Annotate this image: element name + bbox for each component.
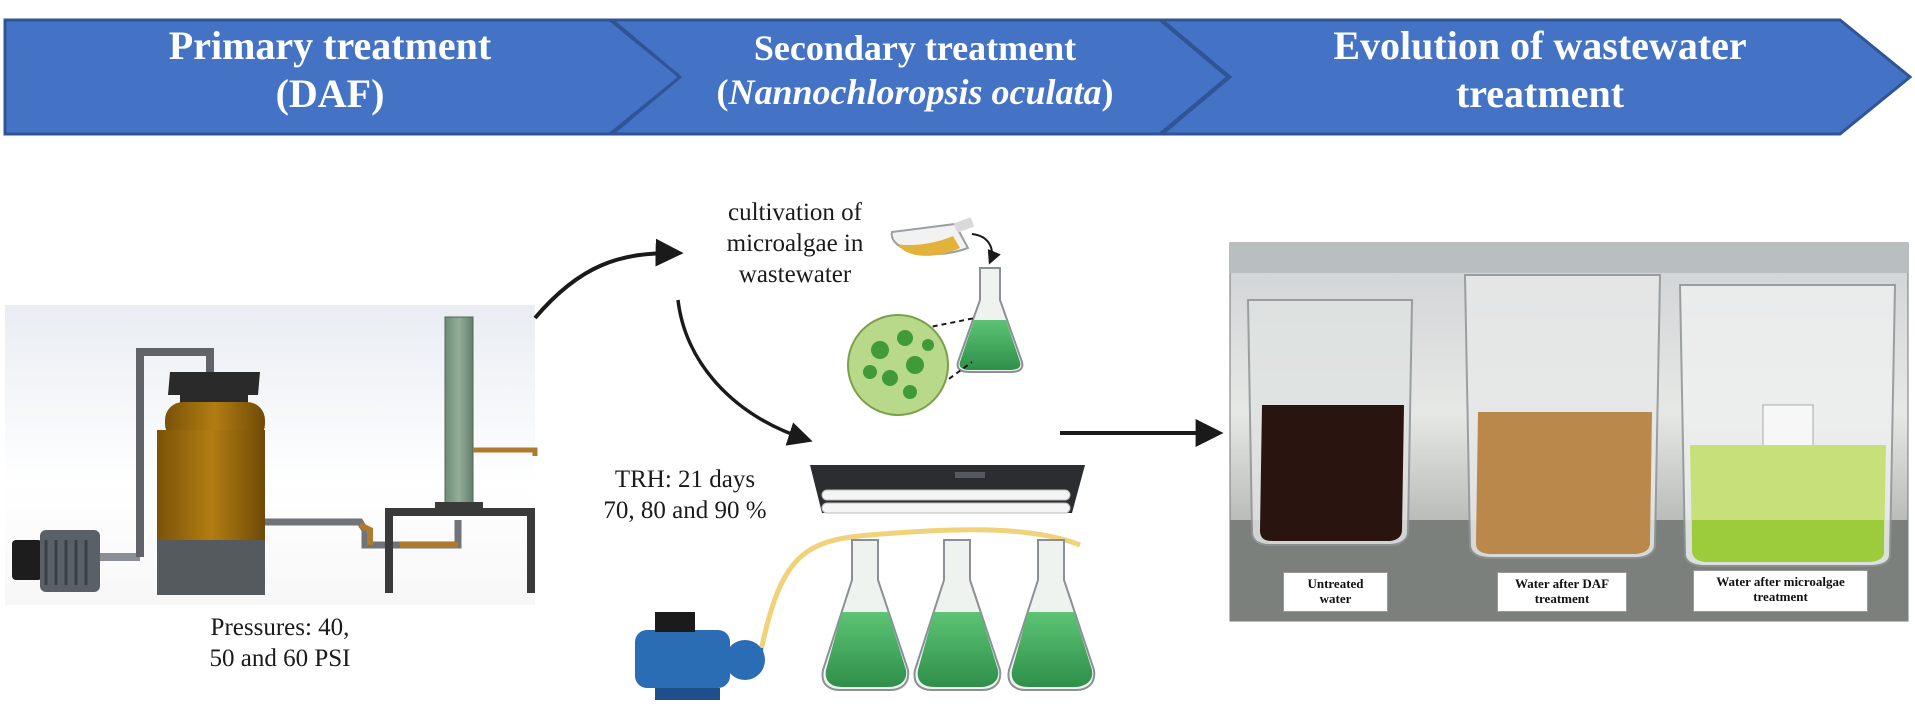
results-photo bbox=[1229, 242, 1909, 622]
beaker-icon bbox=[1678, 284, 1897, 567]
pump-icon bbox=[635, 612, 765, 700]
inoculum-flask-icon bbox=[890, 217, 975, 256]
stage-title-secondary-line1: Secondary treatment bbox=[753, 28, 1077, 68]
flask-icon bbox=[913, 539, 1002, 691]
cultivation-label-line1: cultivation of bbox=[728, 199, 862, 226]
stage-title-primary-line1: Primary treatment bbox=[168, 23, 492, 68]
stage-title-evolution: Evolution of wastewater treatment bbox=[1260, 22, 1820, 118]
cultivation-label-line3: wastewater bbox=[738, 261, 852, 288]
trh-label-line1: TRH: 21 days bbox=[614, 466, 756, 493]
compressor-icon bbox=[12, 530, 140, 592]
cultivation-label-line2: microalgae in bbox=[726, 230, 864, 257]
pressures-label: Pressures: 40, 50 and 60 PSI bbox=[170, 612, 390, 674]
flask-icon bbox=[821, 539, 910, 691]
lamp-icon bbox=[810, 465, 1085, 514]
stage-title-primary-line2: (DAF) bbox=[275, 71, 385, 116]
pressure-pipe bbox=[265, 518, 462, 549]
air-hose bbox=[136, 348, 214, 557]
arrow-to-photobioreactor bbox=[676, 299, 813, 446]
stage-title-evolution-line2: treatment bbox=[1455, 71, 1625, 116]
pressures-label-line1: Pressures: 40, bbox=[210, 614, 350, 641]
stage-title-secondary: Secondary treatment (Nannochloropsis ocu… bbox=[660, 26, 1170, 114]
sample-label-daf-line1: Water after DAF bbox=[1514, 576, 1610, 591]
sample-label-microalgae: Water after microalgae treatment bbox=[1693, 570, 1868, 612]
flask-icon bbox=[1007, 539, 1096, 691]
flotation-column-icon bbox=[385, 316, 538, 593]
sample-label-microalgae-line2: treatment bbox=[1753, 589, 1808, 604]
sample-label-daf-line2: treatment bbox=[1534, 591, 1590, 606]
beaker-icon bbox=[1463, 274, 1662, 559]
stage-title-secondary-paren-close: ) bbox=[1101, 72, 1114, 112]
stage-title-primary: Primary treatment (DAF) bbox=[90, 22, 570, 118]
beaker-icon bbox=[1246, 299, 1414, 546]
sample-label-untreated-line2: water bbox=[1319, 591, 1352, 606]
sample-label-untreated-line1: Untreated bbox=[1307, 576, 1364, 591]
tank-icon bbox=[157, 372, 265, 595]
stage-title-evolution-line1: Evolution of wastewater bbox=[1333, 23, 1747, 68]
cultivation-label: cultivation of microalgae in wastewater bbox=[700, 197, 890, 290]
stage-banner bbox=[3, 18, 1913, 136]
microalgae-cell-icon bbox=[847, 314, 949, 416]
aeration-tube bbox=[757, 527, 1081, 656]
stage-title-secondary-paren-open: ( bbox=[716, 72, 729, 112]
trh-label-line2: 70, 80 and 90 % bbox=[603, 497, 767, 524]
pour-arrow-icon bbox=[971, 233, 1001, 265]
species-name: Nannochloropsis oculata bbox=[728, 72, 1102, 112]
flask-icon bbox=[956, 267, 1024, 373]
stage-chevron-evolution bbox=[1157, 18, 1913, 136]
sample-label-microalgae-line1: Water after microalgae bbox=[1716, 574, 1845, 589]
arrow-to-cultivation bbox=[533, 238, 684, 320]
sample-label-untreated: Untreated water bbox=[1283, 572, 1388, 612]
sample-label-daf: Water after DAF treatment bbox=[1497, 572, 1627, 612]
trh-label: TRH: 21 days 70, 80 and 90 % bbox=[585, 464, 785, 526]
pressures-label-line2: 50 and 60 PSI bbox=[209, 645, 351, 672]
